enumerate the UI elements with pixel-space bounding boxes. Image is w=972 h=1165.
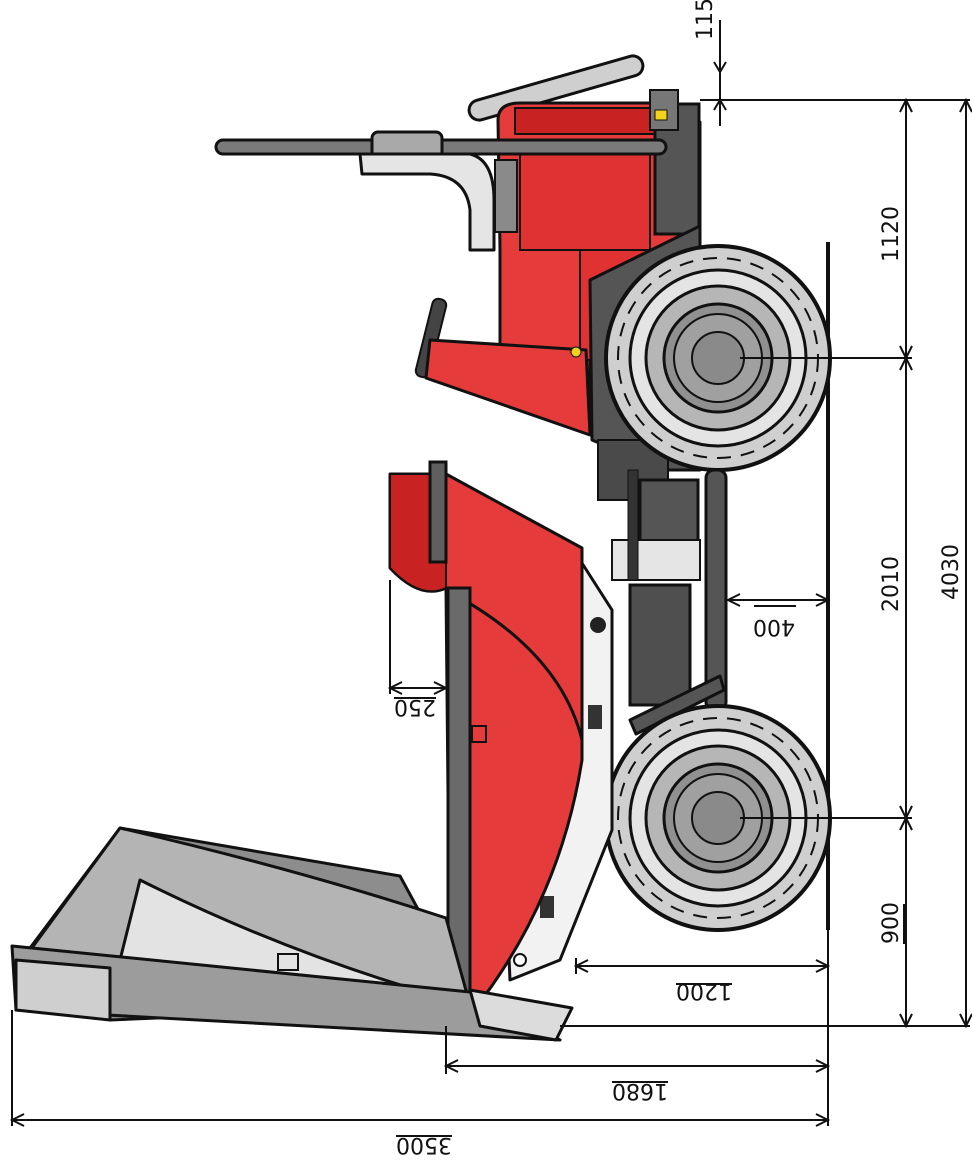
dim-1200: 1200	[676, 978, 732, 1003]
dim-115: 115	[693, 0, 718, 40]
dim-400: 400	[753, 614, 795, 639]
lower-chute	[10, 826, 574, 1042]
dim-1120: 1120	[879, 206, 904, 262]
dim-900: 900	[879, 902, 904, 944]
dim-4030: 4030	[939, 544, 964, 600]
middle-chassis	[611, 468, 728, 736]
rear-rail	[214, 130, 668, 252]
dim-2010: 2010	[879, 556, 904, 612]
steering-arm	[414, 297, 592, 437]
cab-body	[496, 89, 702, 412]
